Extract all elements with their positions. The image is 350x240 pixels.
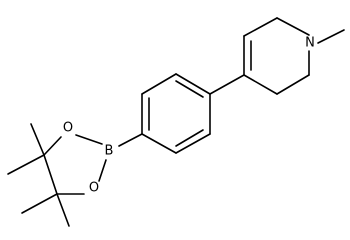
boron-atom: B: [105, 144, 114, 159]
bond-c-c-ring: [43, 154, 58, 195]
bond-c6-c5: [243, 17, 278, 37]
bond-methyl-4: [56, 193, 70, 227]
oxygen-atom-lower: O: [89, 181, 99, 196]
atom-label-nitrogen: N: [305, 36, 315, 51]
pinacol-methyl-groups: [7, 123, 70, 227]
bond-ring-link: [209, 74, 245, 95]
benzene-ring: [141, 73, 211, 154]
bond-aryl-boron: [118, 133, 143, 147]
bond-methyl-1: [30, 123, 45, 156]
bond-ar2-ar3: [141, 73, 177, 95]
atom-label-boron: B: [105, 144, 114, 159]
bond-c4-c3: [243, 74, 278, 95]
bond-methyl-2: [7, 154, 45, 175]
n-methyl-group: [317, 29, 345, 44]
bond-n-methyl: [317, 29, 345, 44]
oxygen-atom-upper: O: [63, 121, 73, 136]
bond-ar1-ar2-double: [175, 80, 204, 98]
nitrogen-atom: N: [305, 36, 315, 51]
tetrahydropyridine-ring: [243, 17, 310, 95]
bond-ar5-ar6: [175, 133, 211, 154]
bond-n-c6: [276, 17, 310, 36]
bond-o-upper-c: [43, 136, 62, 156]
atom-label-oxygen-upper: O: [63, 121, 73, 136]
bond-c3-c2: [276, 74, 310, 95]
bond-ar1-ar2: [175, 73, 211, 95]
atom-label-oxygen-lower: O: [89, 181, 99, 196]
bond-methyl-3: [21, 193, 58, 214]
bond-b-o-upper: [75, 134, 103, 145]
bond-b-o-lower: [98, 159, 107, 182]
bond-ar5-ar6-double: [175, 129, 204, 147]
bond-ar4-ar5: [141, 133, 177, 154]
dioxaborolane-ring: [43, 134, 107, 195]
